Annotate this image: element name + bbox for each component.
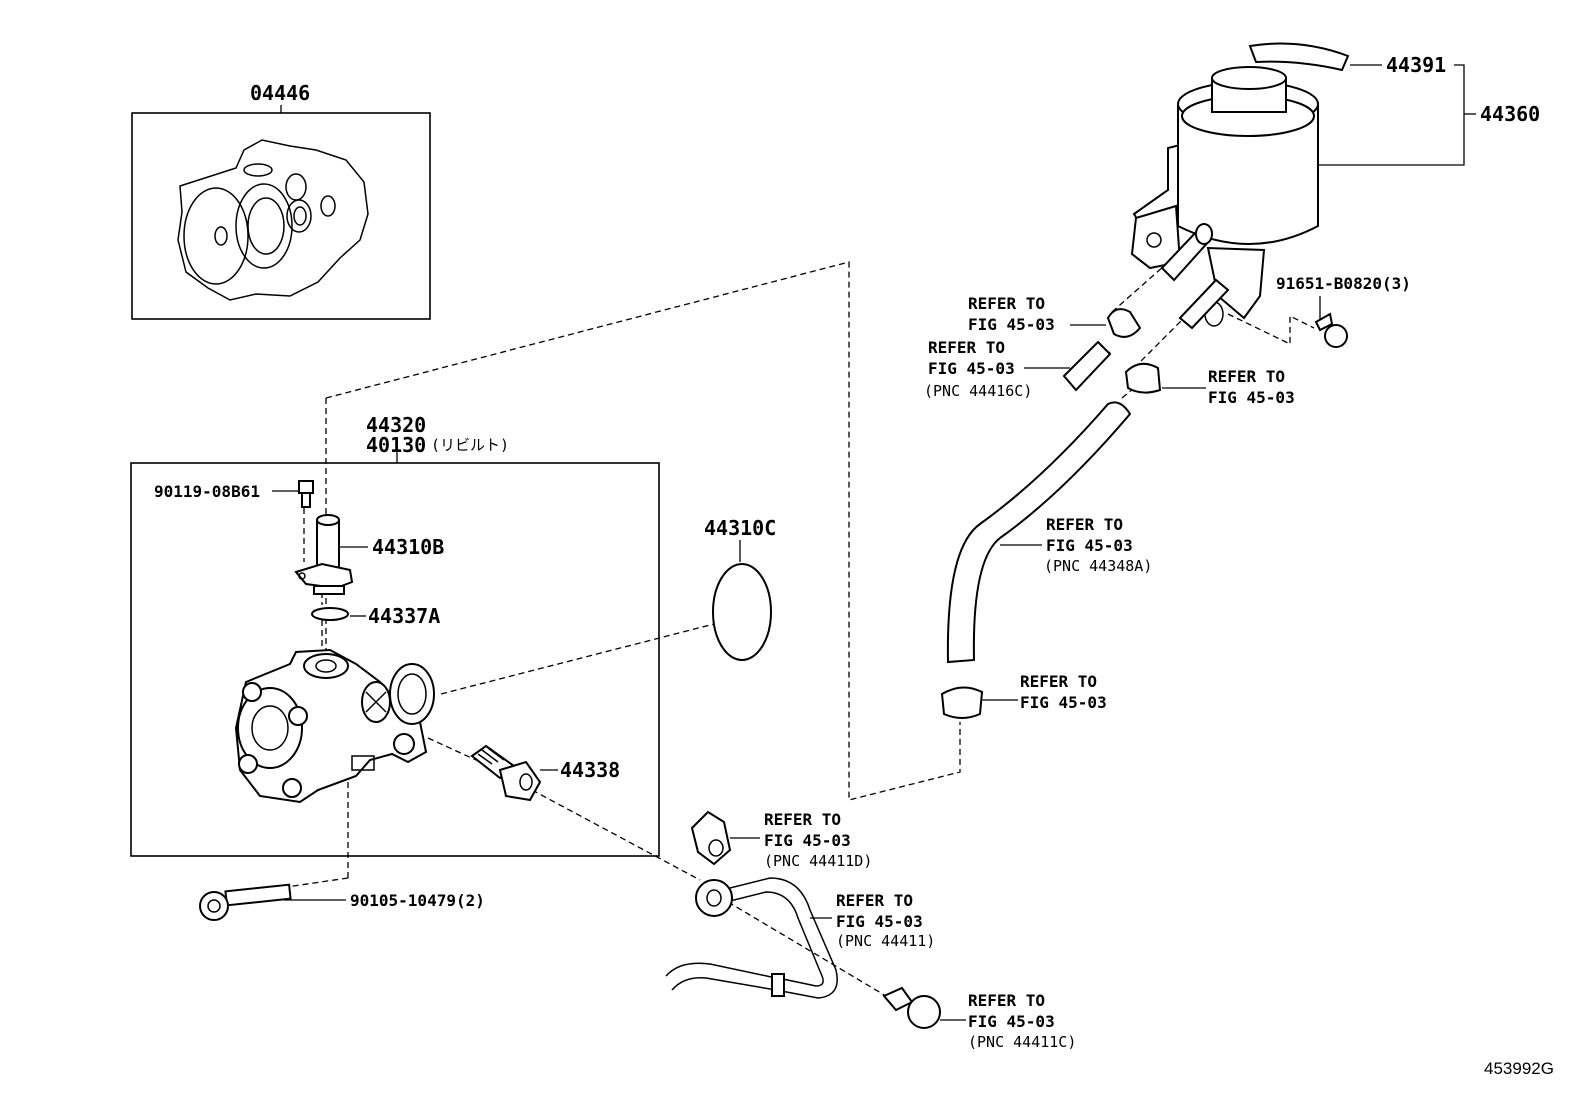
gasket-kit-04446 — [131, 105, 431, 320]
reservoir-44360 — [1130, 66, 1319, 330]
label-90119: 90119-08B61 — [154, 482, 260, 501]
label-90105: 90105-10479(2) — [350, 891, 485, 910]
label-04446: 04446 — [250, 81, 310, 105]
ref8-line1: REFER TO — [968, 991, 1045, 1010]
label-40130: 40130 — [366, 433, 426, 457]
ref1-line1: REFER TO — [968, 294, 1045, 313]
gasket-44310C — [712, 563, 772, 661]
label-44360: 44360 — [1480, 102, 1540, 126]
ref2-line3: (PNC 44416C) — [924, 382, 1032, 400]
ref5-line1: REFER TO — [1020, 672, 1097, 691]
bolt-91651 — [1314, 312, 1348, 348]
hose-44348A — [946, 401, 1132, 664]
label-44391: 44391 — [1386, 53, 1446, 77]
ref3-line1: REFER TO — [1208, 367, 1285, 386]
part-number-labels: 04446 44320 40130 (リビルト) 90119-08B61 443… — [154, 53, 1540, 910]
o-ring-44337A — [311, 607, 349, 621]
label-44320: 44320 — [366, 413, 426, 437]
label-91651: 91651-B0820(3) — [1276, 274, 1411, 293]
ref6-line2: FIG 45-03 — [764, 831, 851, 850]
label-44310C: 44310C — [704, 516, 776, 540]
ref8-line3: (PNC 44411C) — [968, 1033, 1076, 1051]
valve-44338 — [470, 744, 542, 802]
bolt-90119 — [298, 480, 314, 508]
clamp-upper — [1106, 308, 1142, 338]
clamp-lower — [940, 686, 984, 719]
leader-lines — [272, 64, 1476, 1021]
ref5-line2: FIG 45-03 — [1020, 693, 1107, 712]
ref6-line1: REFER TO — [764, 810, 841, 829]
ref7-line2: FIG 45-03 — [836, 912, 923, 931]
label-44337A: 44337A — [368, 604, 440, 628]
pressure-tube-44411 — [665, 877, 838, 999]
figure-id: 453992G — [1484, 1059, 1554, 1078]
label-40130-note: (リビルト) — [431, 436, 509, 454]
ref2-line1: REFER TO — [928, 338, 1005, 357]
label-44310B: 44310B — [372, 535, 444, 559]
ref7-line1: REFER TO — [836, 891, 913, 910]
union-bolt-44411D — [690, 810, 732, 866]
hose-44416C — [1062, 340, 1112, 392]
ref1-line2: FIG 45-03 — [968, 315, 1055, 334]
union-44310B — [294, 514, 354, 595]
bolt-44411C — [882, 986, 941, 1029]
ref3-line2: FIG 45-03 — [1208, 388, 1295, 407]
ref7-line3: (PNC 44411) — [836, 932, 935, 950]
ref4-line3: (PNC 44348A) — [1044, 557, 1152, 575]
bolt-90105 — [199, 883, 292, 921]
ref2-line2: FIG 45-03 — [928, 359, 1015, 378]
clamp-middle — [1124, 362, 1162, 394]
refer-to-labels: REFER TO FIG 45-03 REFER TO FIG 45-03 (P… — [764, 294, 1295, 1051]
label-44338: 44338 — [560, 758, 620, 782]
ref6-line3: (PNC 44411D) — [764, 852, 872, 870]
ref8-line2: FIG 45-03 — [968, 1012, 1055, 1031]
ref4-line2: FIG 45-03 — [1046, 536, 1133, 555]
pump-assembly-box — [130, 452, 660, 857]
label-44391 — [1248, 42, 1350, 72]
power-steering-pump — [234, 648, 435, 804]
ref4-line1: REFER TO — [1046, 515, 1123, 534]
